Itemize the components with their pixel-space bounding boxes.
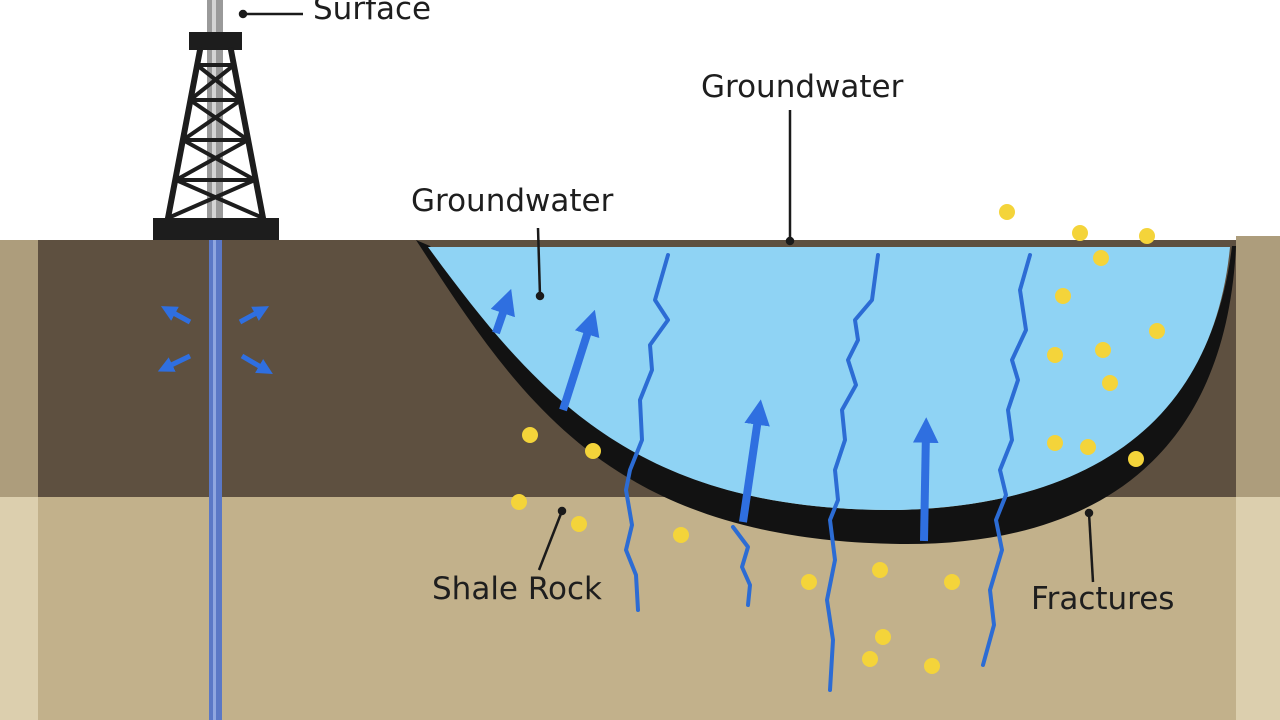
contaminant-dot: [522, 427, 538, 443]
rig-pipe-shine: [212, 0, 216, 224]
contaminant-dot: [872, 562, 888, 578]
flow-arrow: [490, 288, 515, 335]
contaminants: [511, 204, 1165, 674]
contaminant-dot: [1139, 228, 1155, 244]
left-edge-shale: [0, 497, 38, 720]
spread-arrow: [238, 306, 270, 325]
basin-liner: [416, 240, 1236, 545]
left-edge-soil: [0, 240, 38, 500]
contaminant-dot: [801, 574, 817, 590]
contaminant-dot: [511, 494, 527, 510]
contaminant-dot: [924, 658, 940, 674]
contaminant-dot: [1080, 439, 1096, 455]
spread-arrow: [240, 353, 273, 375]
groundwater-left-label: Groundwater: [411, 183, 614, 219]
surface-label: Surface: [313, 0, 432, 27]
drilling-rig: [153, 0, 279, 240]
contaminant-dot: [944, 574, 960, 590]
contaminant-dot: [1093, 250, 1109, 266]
leader-lines: [238, 9, 1095, 583]
contaminant-dot: [673, 527, 689, 543]
spread-arrow: [160, 306, 192, 325]
contaminant-dot: [1102, 375, 1118, 391]
well-pipe-highlight: [213, 240, 216, 720]
leader-shale-rock: [537, 510, 564, 571]
contaminant-dot: [875, 629, 891, 645]
contaminant-dot: [1047, 435, 1063, 451]
contaminant-dot: [1055, 288, 1071, 304]
contaminant-dot: [1149, 323, 1165, 339]
shale-rock-label: Shale Rock: [432, 571, 602, 607]
contaminant-dot: [1047, 347, 1063, 363]
groundwater-basin: [428, 247, 1230, 511]
contaminant-dot: [1128, 451, 1144, 467]
leader-groundwater-left: [536, 227, 542, 297]
rig-base: [153, 218, 279, 240]
wellbore: [209, 240, 222, 720]
groundwater-top-label: Groundwater: [701, 69, 904, 105]
contaminant-dot: [862, 651, 878, 667]
fracture-line: [731, 525, 752, 607]
right-edge-soil: [1236, 236, 1280, 500]
contaminant-dot: [585, 443, 601, 459]
spread-arrow: [157, 353, 192, 372]
contaminant-dot: [1095, 342, 1111, 358]
flow-arrows: [490, 288, 939, 542]
right-edge-shale: [1236, 497, 1280, 720]
contaminant-dot: [1072, 225, 1088, 241]
leader-fractures: [1087, 512, 1095, 583]
flow-arrow: [739, 399, 770, 523]
frack-spread-arrows: [157, 306, 273, 375]
contaminant-dot: [999, 204, 1015, 220]
rig-top-plate: [189, 32, 242, 50]
fractures: [624, 253, 1032, 692]
fracture-line: [981, 253, 1032, 667]
fracture-line: [825, 253, 880, 692]
flow-arrow: [559, 309, 600, 412]
contaminant-dot: [571, 516, 587, 532]
flow-arrow: [912, 417, 939, 542]
fracture-line: [624, 253, 670, 612]
fractures-label: Fractures: [1031, 581, 1175, 617]
